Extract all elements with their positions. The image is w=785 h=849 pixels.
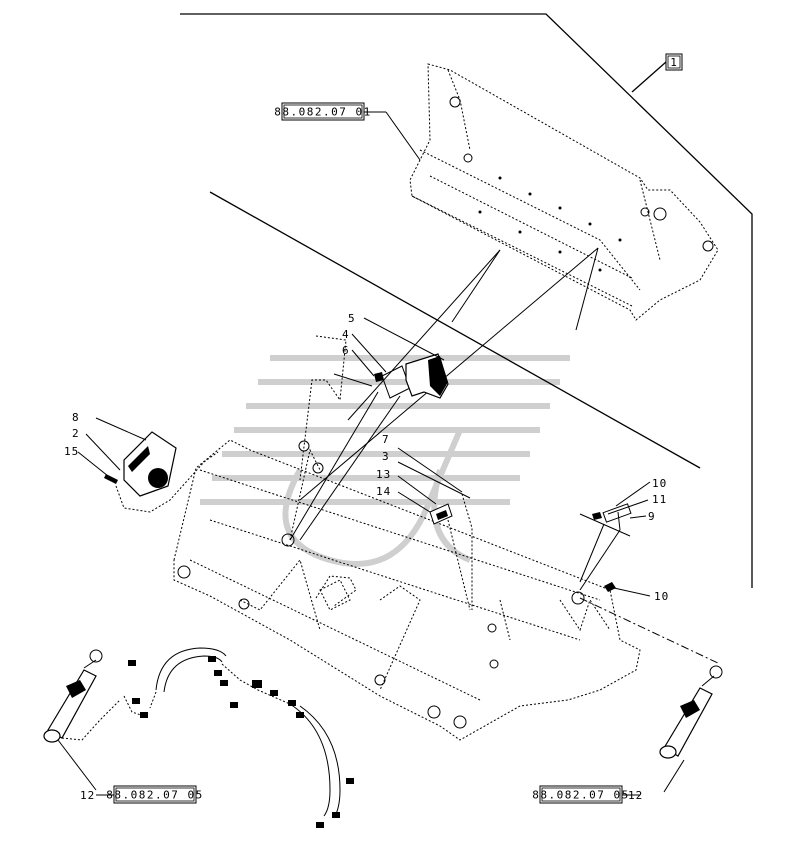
ref-bottom-left-text: 88.082.07 05 xyxy=(106,789,203,802)
cylinder-right xyxy=(579,597,723,793)
hydraulic-hoses xyxy=(123,335,357,828)
part-label-5: 5 xyxy=(348,312,356,325)
part-label-7: 7 xyxy=(382,433,390,446)
ref-box-top[interactable]: 88.082.07 01 xyxy=(274,102,371,121)
part-label-13: 13 xyxy=(376,468,391,481)
hinge-pin-assembly xyxy=(579,481,651,597)
ref-box-bottom-left[interactable]: 88.082.07 05 xyxy=(96,785,204,804)
projection-lines xyxy=(299,247,599,501)
ref-top-text: 88.082.07 01 xyxy=(274,106,371,119)
ref-top-leader xyxy=(385,111,421,161)
part-number-labels: 5 4 6 8 2 15 7 3 13 14 10 11 9 10 12 12 xyxy=(64,312,669,802)
part-label-4: 4 xyxy=(342,328,350,341)
top-bucket xyxy=(409,63,719,321)
part-label-10-bottom: 10 xyxy=(654,590,669,603)
lower-bucket xyxy=(173,439,641,741)
part-label-9: 9 xyxy=(648,510,656,523)
part-label-3: 3 xyxy=(382,450,390,463)
part-label-15: 15 xyxy=(64,445,79,458)
wear-pad-assembly xyxy=(289,317,449,541)
part-label-6: 6 xyxy=(342,344,350,357)
ref-box-bottom-right[interactable]: 88.082.07 05 xyxy=(532,785,640,804)
part-label-14: 14 xyxy=(376,485,391,498)
pin-assembly xyxy=(397,447,473,610)
frame-lines xyxy=(180,13,753,588)
side-plate-assembly xyxy=(77,417,219,513)
part-label-10-top: 10 xyxy=(652,477,667,490)
part-label-11: 11 xyxy=(652,493,667,506)
part-label-12-right: 12 xyxy=(628,789,643,802)
part-label-2: 2 xyxy=(72,427,80,440)
ref-bottom-right-text: 88.082.07 05 xyxy=(532,789,629,802)
cylinder-left xyxy=(43,649,121,791)
part-label-12-left: 12 xyxy=(80,789,95,802)
callout-box-1[interactable]: 1 xyxy=(665,53,683,71)
callout-1-text: 1 xyxy=(670,56,678,69)
part-label-8: 8 xyxy=(72,411,80,424)
